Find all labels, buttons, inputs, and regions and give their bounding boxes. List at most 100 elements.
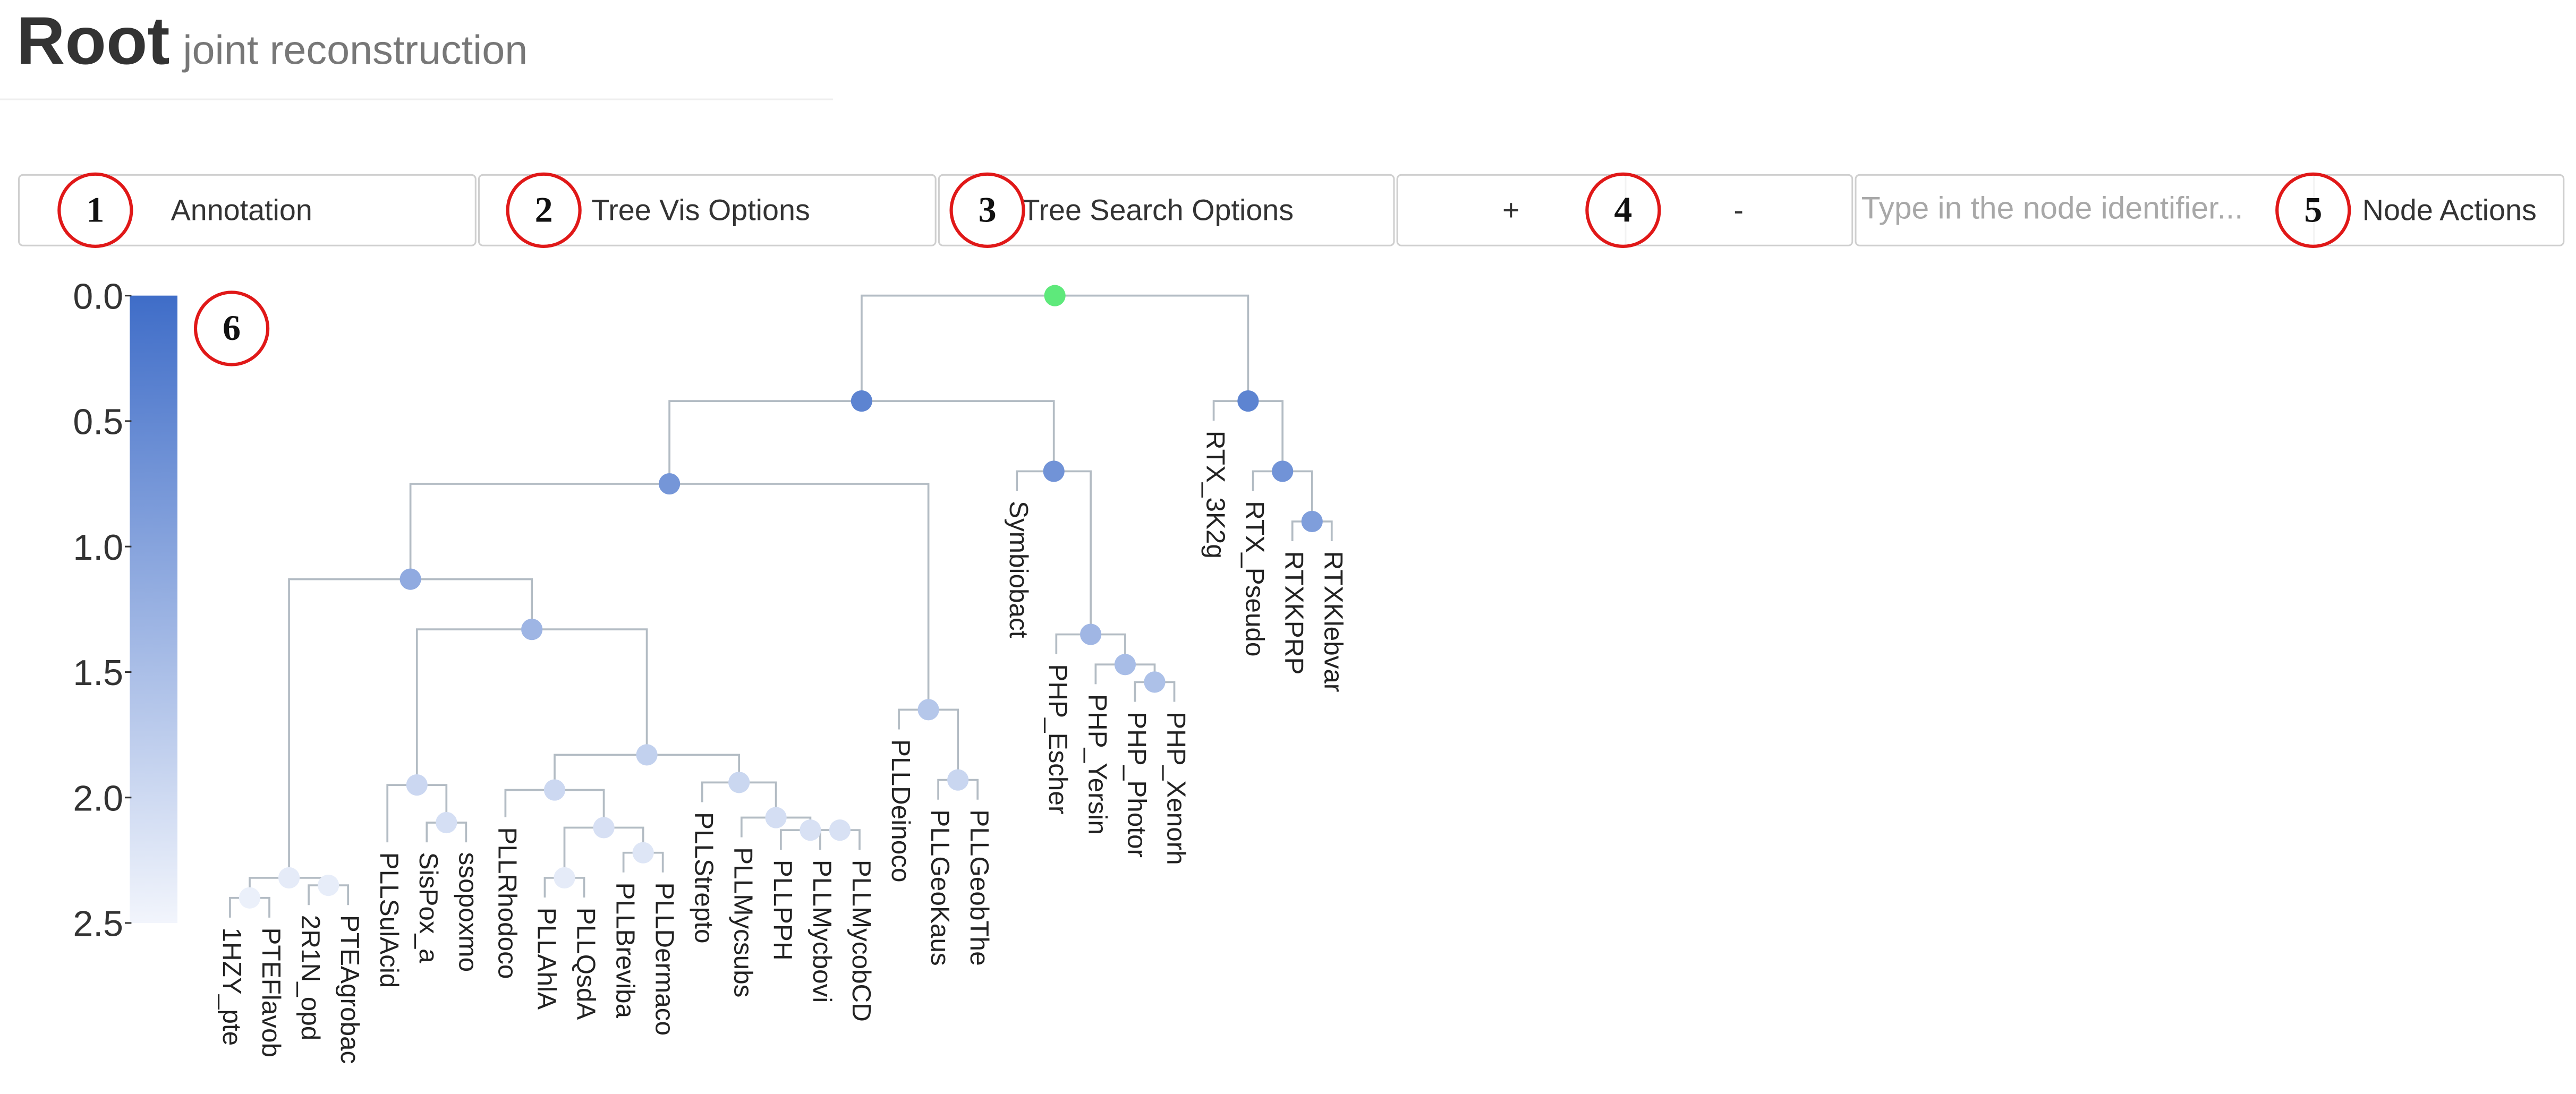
tree-node[interactable]: [239, 887, 261, 909]
tree-branch: [701, 781, 739, 802]
tree-branch: [861, 294, 1055, 401]
annotation-button-label: Annotation: [171, 193, 312, 226]
tree-node[interactable]: [800, 819, 821, 841]
tree-branch: [740, 816, 776, 837]
tree-branch: [928, 708, 959, 780]
leaf-label[interactable]: 1HZY_pte: [217, 927, 246, 1046]
tree-node[interactable]: [1080, 623, 1102, 645]
leaf-label[interactable]: RTX_3K2g: [1201, 431, 1230, 559]
leaf-label[interactable]: 2R1N_opd: [296, 915, 325, 1041]
leaf-label[interactable]: PHP_Escher: [1043, 664, 1073, 814]
tree-node[interactable]: [765, 807, 787, 828]
tree-branch: [647, 754, 741, 783]
tree-branch: [1055, 633, 1091, 654]
tree-node[interactable]: [543, 779, 566, 801]
zoom-controls: + -: [1396, 174, 1854, 246]
tree-nodes: [239, 285, 1323, 909]
leaf-label[interactable]: RTX_Pseudo: [1240, 501, 1270, 656]
tree-node[interactable]: [554, 867, 575, 889]
leaf-label[interactable]: PLLDeinoco: [886, 739, 915, 883]
tree-branch: [1212, 400, 1248, 421]
tree-node[interactable]: [1301, 510, 1323, 533]
tree-branch: [861, 400, 1055, 472]
tree-node[interactable]: [1237, 390, 1259, 412]
tree-branch: [504, 789, 555, 817]
tree-node[interactable]: [851, 390, 873, 412]
tree-branch: [288, 578, 411, 878]
leaf-label[interactable]: PLLStrepto: [690, 812, 719, 944]
tree-branch: [668, 400, 862, 484]
leaf-label[interactable]: PHP_Yersin: [1083, 694, 1112, 835]
node-search-input[interactable]: [1855, 174, 2315, 246]
tree-branch: [532, 628, 648, 755]
tree-branch: [563, 826, 604, 878]
leaf-label[interactable]: PLLGeoKaus: [925, 809, 955, 965]
tree-node[interactable]: [593, 817, 615, 839]
leaf-label[interactable]: RTXKlebvar: [1319, 551, 1348, 693]
tree-node[interactable]: [829, 819, 851, 841]
tree-branch: [410, 578, 533, 630]
leaf-label[interactable]: PLLPPH: [768, 860, 797, 961]
leaf-label[interactable]: PTEAgrobac: [335, 915, 364, 1064]
root-node[interactable]: [1044, 285, 1066, 306]
leaf-label[interactable]: PHP_Photor: [1122, 712, 1151, 858]
leaf-label[interactable]: PLLGeobThe: [965, 809, 994, 965]
node-actions-button[interactable]: Node Actions: [2315, 174, 2565, 246]
tree-node[interactable]: [278, 867, 300, 889]
leaf-label[interactable]: PLLQsdA: [571, 908, 600, 1020]
callout-marker-1: 1: [57, 172, 133, 248]
leaf-label[interactable]: Symbiobact: [1004, 501, 1033, 638]
leaf-label[interactable]: ssopoxmo: [453, 852, 482, 972]
tree-node[interactable]: [632, 842, 654, 864]
tree-branch: [1055, 294, 1249, 401]
tree-node[interactable]: [1043, 460, 1065, 482]
tree-node[interactable]: [399, 568, 421, 590]
tree-node[interactable]: [728, 772, 750, 793]
tree-node[interactable]: [406, 774, 428, 796]
leaf-label[interactable]: PLLMycsubs: [729, 847, 758, 997]
callout-marker-2: 2: [506, 172, 582, 248]
tree-node[interactable]: [947, 769, 969, 791]
tree-node[interactable]: [1144, 671, 1166, 693]
scale-tick-label: 1.0: [73, 527, 123, 568]
depth-color-scale: 0.00.51.01.52.02.5: [73, 276, 177, 944]
title-divider: [0, 98, 833, 100]
leaf-label[interactable]: PLLBreviba: [611, 882, 640, 1018]
tree-branch: [669, 483, 930, 710]
leaf-label[interactable]: PHP_Xenorh: [1161, 712, 1191, 865]
tree-node[interactable]: [318, 875, 339, 896]
tree-branch: [739, 781, 777, 818]
tree-branch: [1053, 470, 1092, 635]
leaf-labels: 1HZY_pte PTEFlavob 2R1N_opd PTEAgrobac PLLSu…: [217, 431, 1348, 1064]
scale-tick-label: 1.5: [73, 653, 123, 693]
leaf-label[interactable]: PLLMycobCD: [847, 860, 876, 1022]
tree-node[interactable]: [436, 811, 457, 834]
tree-node[interactable]: [917, 699, 939, 721]
leaf-label[interactable]: RTXKPRP: [1280, 551, 1309, 675]
leaf-label[interactable]: PLLMycbovi: [807, 860, 837, 1003]
page-title-main: Root: [16, 3, 170, 79]
tree-branch: [409, 483, 670, 579]
zoom-out-button[interactable]: -: [1626, 174, 1854, 246]
leaf-label[interactable]: PLLAhlA: [532, 908, 561, 1010]
scale-tick-label: 0.0: [73, 276, 123, 317]
tree-node[interactable]: [1114, 654, 1136, 676]
tree-node[interactable]: [1272, 460, 1294, 482]
callout-marker-4: 4: [1585, 172, 1661, 248]
tree-node[interactable]: [659, 473, 681, 495]
tree-node[interactable]: [521, 619, 543, 640]
callout-marker-3: 3: [949, 172, 1025, 248]
tree-branch: [1248, 400, 1284, 472]
leaf-label[interactable]: SisPox_a: [414, 852, 443, 963]
tree-branch: [554, 789, 605, 828]
leaf-label[interactable]: PLLDermaco: [650, 882, 679, 1036]
zoom-in-label: +: [1502, 193, 1520, 226]
scale-tick-label: 2.5: [73, 904, 123, 944]
leaf-label[interactable]: PLLRhodoco: [492, 827, 522, 979]
tree-node[interactable]: [636, 744, 658, 766]
leaf-label[interactable]: PTEFlavob: [257, 927, 286, 1057]
scale-tick-label: 2.0: [73, 778, 123, 818]
leaf-label[interactable]: PLLSulAcid: [375, 852, 404, 988]
scale-gradient-bar: [130, 295, 177, 923]
